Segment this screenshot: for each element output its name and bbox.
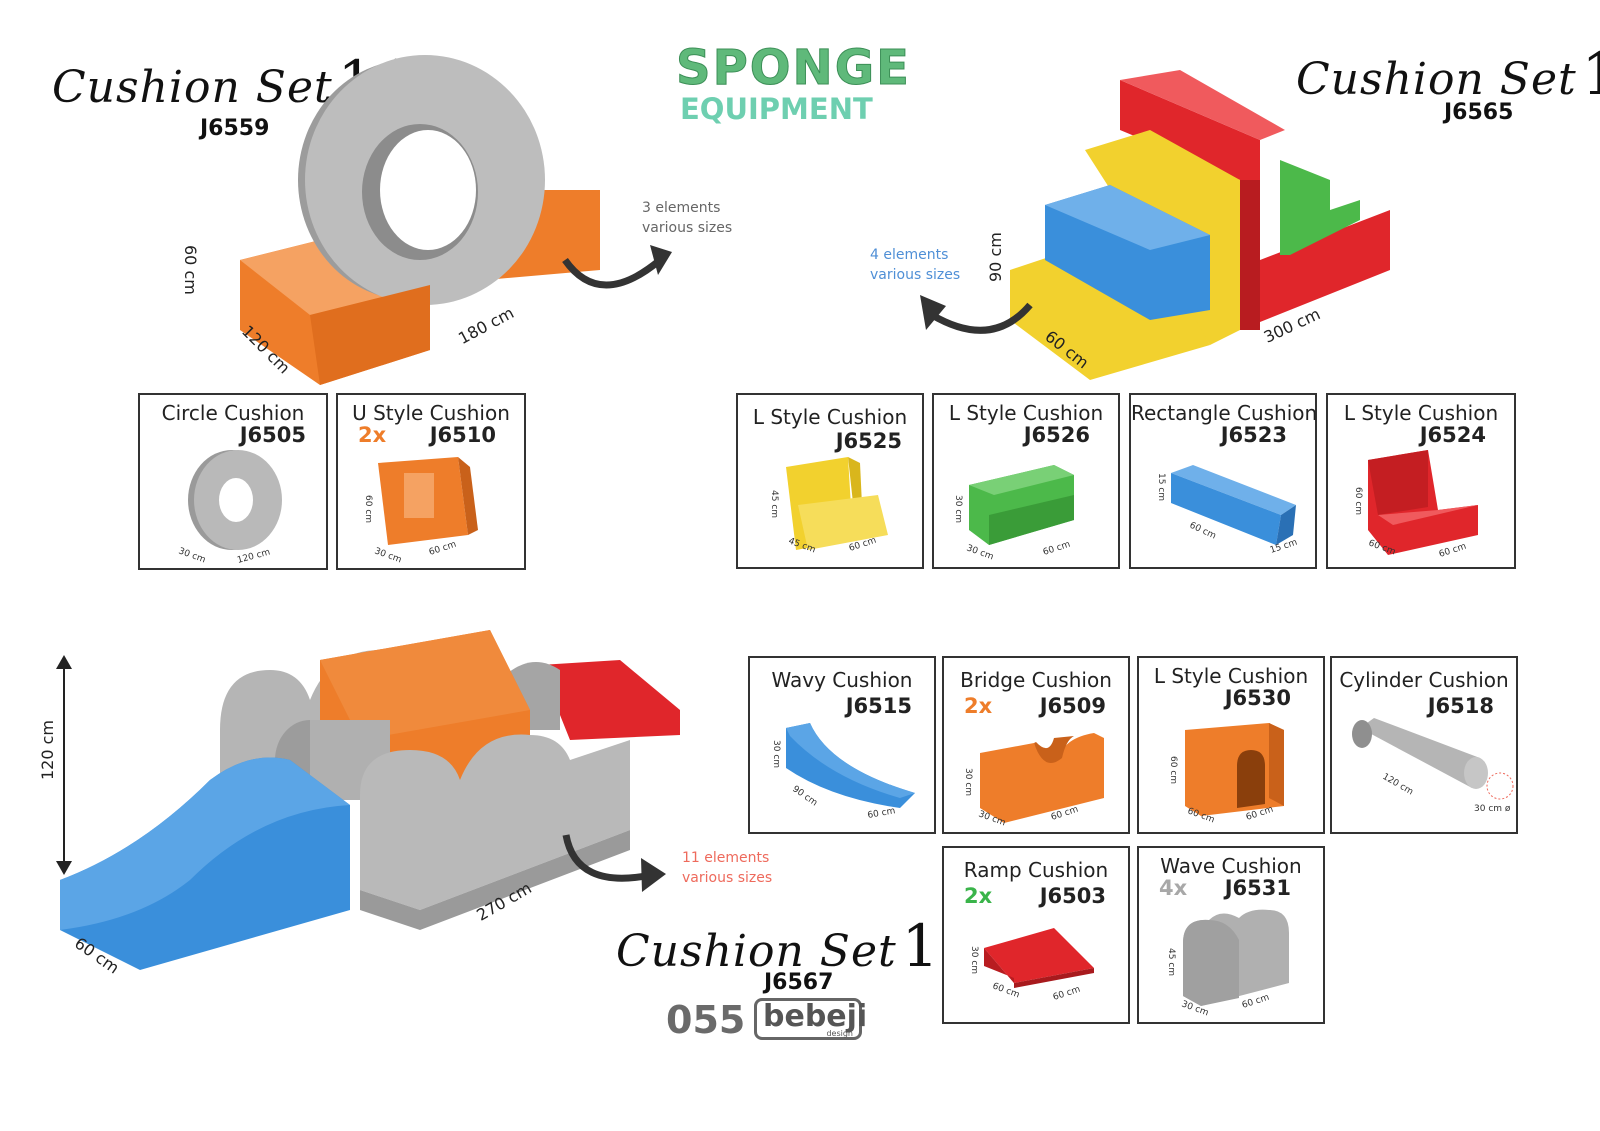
svg-text:30 cm: 30 cm: [965, 543, 995, 562]
wavy-cushion-icon: 30 cm 90 cm 60 cm: [771, 723, 915, 821]
svg-text:90 cm: 90 cm: [790, 784, 819, 808]
card-ramp-cushion: Ramp Cushion 2x J6503 30 cm 60 cm 60 cm: [942, 846, 1130, 1024]
set15-title: Cushion Set 15: [1296, 40, 1600, 108]
set15-dim-height: 90 cm: [986, 232, 1005, 282]
card-cylinder-cushion: Cylinder Cushion J6518 120 cm 30 cm ø: [1330, 656, 1518, 834]
cylinder-cushion-icon: 120 cm 30 cm ø: [1352, 718, 1514, 814]
set14-arrow-icon: [562, 245, 672, 289]
set14-dim-height: 60 cm: [181, 245, 200, 295]
set15-illustration: [1010, 70, 1390, 380]
l-style-cushion-tunnel-icon: 60 cm 60 cm 60 cm: [1168, 723, 1284, 825]
set14-note: 3 elements various sizes: [642, 200, 733, 236]
card-l-style-cushion-j6524: L Style Cushion J6524 60 cm 60 cm 60 cm: [1326, 393, 1516, 569]
set16-note: 11 elements various sizes: [682, 850, 773, 886]
svg-text:30 cm ø: 30 cm ø: [1474, 804, 1511, 814]
card-l-style-cushion-j6525: L Style Cushion J6525 45 cm 45 cm 60 cm: [736, 393, 924, 569]
sponge-equipment-logo: SPONGE EQUIPMENT: [676, 40, 910, 127]
svg-text:120 cm: 120 cm: [1381, 772, 1415, 798]
svg-text:30 cm: 30 cm: [953, 495, 963, 523]
bebeji-logo: bebeji design: [754, 998, 867, 1040]
svg-text:30 cm: 30 cm: [771, 740, 781, 768]
logo-line2: EQUIPMENT: [680, 92, 873, 126]
set16-arrow-icon: [562, 834, 666, 892]
svg-text:60 cm: 60 cm: [1168, 756, 1178, 784]
page-number: 055: [666, 998, 746, 1042]
card-circle-cushion: Circle Cushion J6505 30 cm 120 cm: [138, 393, 328, 570]
set16-illustration: [60, 630, 680, 970]
card-u-style-cushion: U Style Cushion 2x J6510 60 cm 30 cm 60 …: [336, 393, 526, 570]
set16-height-arrow-icon: [56, 655, 72, 875]
set15-code: J6565: [1444, 100, 1514, 125]
l-style-cushion-yellow-icon: 45 cm 45 cm 60 cm: [769, 457, 888, 555]
svg-text:30 cm: 30 cm: [963, 768, 973, 796]
card-wavy-cushion: Wavy Cushion J6515 30 cm 90 cm 60 cm: [748, 656, 936, 834]
card-wave-cushion: Wave Cushion 4x J6531 45 cm 30 cm 60 cm: [1137, 846, 1325, 1024]
set16-dim-height: 120 cm: [38, 719, 57, 780]
rectangle-cushion-icon: 15 cm 60 cm 15 cm: [1156, 465, 1299, 556]
svg-text:60 cm: 60 cm: [1042, 540, 1072, 558]
l-style-cushion-green-icon: 30 cm 30 cm 60 cm: [953, 465, 1074, 562]
set15-note: 4 elements various sizes: [870, 247, 961, 283]
l-style-cushion-red-icon: 60 cm 60 cm 60 cm: [1353, 450, 1478, 560]
svg-text:60 cm: 60 cm: [1241, 993, 1271, 1011]
svg-text:30 cm: 30 cm: [373, 546, 403, 565]
set14-code: J6559: [200, 116, 270, 141]
svg-text:60 cm: 60 cm: [867, 806, 896, 821]
svg-text:15 cm: 15 cm: [1156, 473, 1166, 501]
svg-text:30 cm: 30 cm: [177, 546, 207, 565]
svg-text:60 cm: 60 cm: [363, 495, 373, 523]
ramp-cushion-icon: 30 cm 60 cm 60 cm: [969, 928, 1094, 1003]
card-l-style-cushion-j6530: L Style Cushion J6530 60 cm 60 cm 60 cm: [1137, 656, 1325, 834]
card-rectangle-cushion: Rectangle Cushion J6523 15 cm 60 cm 15 c…: [1129, 393, 1317, 569]
card-l-style-cushion-j6526: L Style Cushion J6526 30 cm 30 cm 60 cm: [932, 393, 1120, 569]
svg-text:60 cm: 60 cm: [1052, 985, 1082, 1003]
svg-text:45 cm: 45 cm: [1166, 948, 1176, 976]
set15-arrow-icon: [920, 295, 1033, 334]
wave-cushion-icon: 45 cm 30 cm 60 cm: [1166, 909, 1289, 1018]
svg-text:60 cm: 60 cm: [1188, 521, 1218, 542]
svg-text:60 cm: 60 cm: [1353, 487, 1363, 515]
svg-text:60 cm: 60 cm: [1438, 542, 1468, 560]
svg-text:30 cm: 30 cm: [969, 946, 979, 974]
svg-text:120 cm: 120 cm: [236, 547, 271, 565]
svg-text:45 cm: 45 cm: [769, 490, 779, 518]
card-bridge-cushion: Bridge Cushion 2x J6509 30 cm 30 cm 60 c…: [942, 656, 1130, 834]
u-style-cushion-icon: 60 cm 30 cm 60 cm: [363, 457, 478, 565]
circle-cushion-icon: 30 cm 120 cm: [177, 450, 282, 566]
bridge-cushion-icon: 30 cm 30 cm 60 cm: [963, 733, 1104, 828]
set14-illustration: [240, 55, 600, 385]
svg-text:60 cm: 60 cm: [428, 540, 458, 558]
set16-code: J6567: [764, 970, 834, 995]
logo-line1: SPONGE: [676, 40, 911, 97]
